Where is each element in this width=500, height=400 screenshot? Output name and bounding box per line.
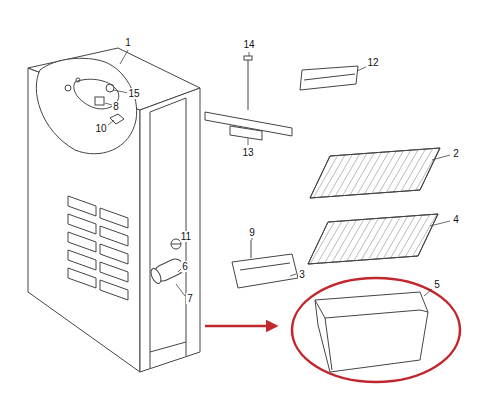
callout-number: 3 (298, 269, 306, 280)
pointer-arrow (205, 325, 276, 328)
callout-number: 12 (366, 57, 379, 68)
callout-number: 7 (186, 293, 194, 304)
callout-number: 15 (127, 88, 140, 99)
shelf-bracket (205, 56, 292, 140)
crisper-cover-tray (300, 66, 358, 90)
cabinet-liner (28, 48, 200, 372)
callout-number: 11 (180, 231, 192, 242)
callout-number: 1 (124, 37, 132, 48)
callout-number: 2 (452, 148, 460, 159)
vent-slots (68, 196, 128, 300)
crisper-bin (315, 292, 428, 372)
callout-number: 8 (112, 101, 120, 112)
callout-number: 4 (452, 214, 460, 225)
wire-shelves (308, 148, 440, 264)
callout-number: 13 (241, 147, 254, 158)
highlight-ring (292, 278, 460, 382)
callout-number: 5 (433, 279, 441, 290)
light-housing (232, 240, 298, 288)
callout-number: 6 (181, 261, 189, 272)
callout-number: 10 (94, 123, 107, 134)
leader-lines (105, 50, 450, 296)
cutaway-circle (36, 58, 136, 153)
callout-number: 14 (242, 39, 255, 50)
callout-number: 9 (248, 227, 256, 238)
